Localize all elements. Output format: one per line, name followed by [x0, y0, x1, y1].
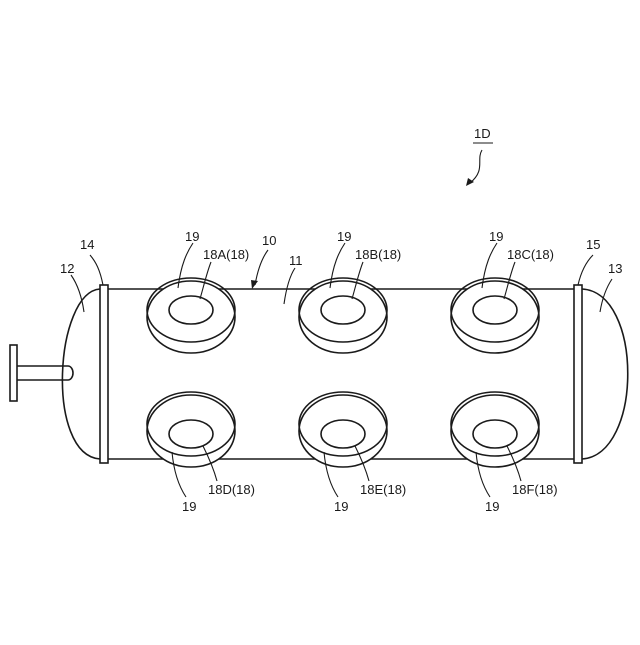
right-head	[582, 289, 628, 459]
label-port-18b: 18B(18)	[355, 247, 401, 262]
label-port-18f: 18F(18)	[512, 482, 558, 497]
left-flange	[100, 285, 108, 463]
label-port-18d: 18D(18)	[208, 482, 255, 497]
figure-ref-arrow	[470, 150, 482, 183]
figure-ref-label: 1D	[474, 126, 491, 141]
nozzle-pipe	[17, 366, 73, 380]
label-ring-bottom-3: 19	[485, 499, 499, 514]
figure-ref-arrowhead	[466, 178, 474, 186]
label-right-flange: 15	[586, 237, 600, 252]
figure-reference: 1D	[466, 126, 493, 186]
label-vessel: 10	[262, 233, 276, 248]
port-18d	[147, 392, 235, 467]
port-18e	[299, 392, 387, 467]
callout-labels: 14 15 12 13 10 11 19 19 19 18A(18) 18B(1…	[60, 229, 622, 514]
label-port-18c: 18C(18)	[507, 247, 554, 262]
label-port-18e: 18E(18)	[360, 482, 406, 497]
left-head	[62, 289, 100, 459]
label-left-flange: 14	[80, 237, 94, 252]
port-18f	[451, 392, 539, 467]
label-ring-top-2: 19	[337, 229, 351, 244]
label-ring-top-1: 19	[185, 229, 199, 244]
nozzle-flange	[10, 345, 17, 401]
label-ring-bottom-1: 19	[182, 499, 196, 514]
label-ring-top-3: 19	[489, 229, 503, 244]
label-ring-bottom-2: 19	[334, 499, 348, 514]
label-left-head: 12	[60, 261, 74, 276]
right-flange	[574, 285, 582, 463]
label-port-18a: 18A(18)	[203, 247, 249, 262]
label-body: 11	[289, 253, 303, 268]
label-right-head: 13	[608, 261, 622, 276]
